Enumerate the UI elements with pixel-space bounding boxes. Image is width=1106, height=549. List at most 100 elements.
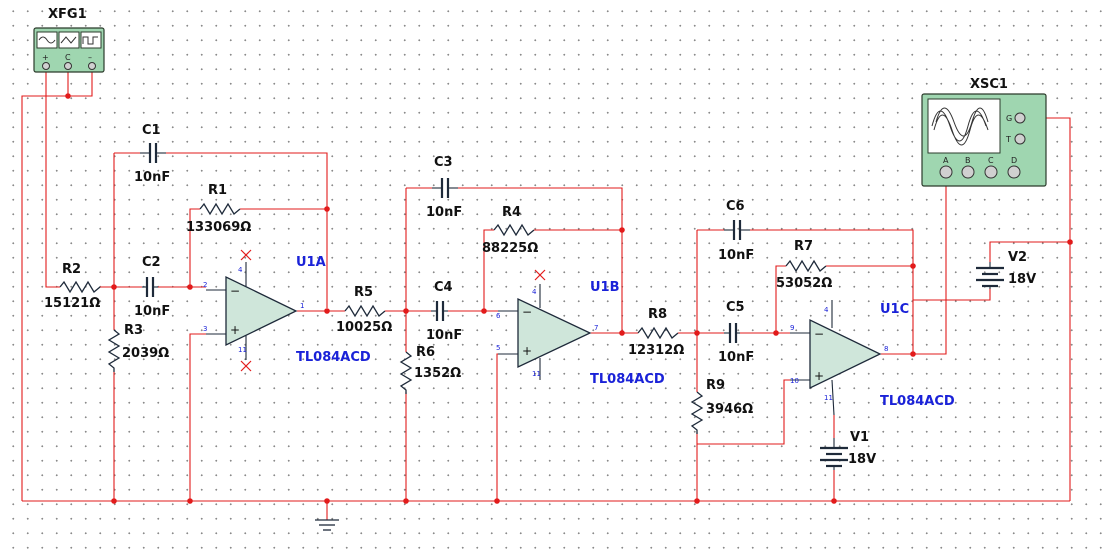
r7-value: 53052Ω	[776, 276, 832, 291]
opamp-u1b[interactable]: − +	[498, 269, 592, 380]
c3-value: 10nF	[426, 205, 462, 220]
sine-wave-icon	[38, 36, 56, 44]
r6-value: 1352Ω	[414, 366, 461, 381]
resistor-r7[interactable]	[785, 259, 827, 273]
r8-value: 12312Ω	[628, 343, 684, 358]
resistor-r9[interactable]	[690, 391, 704, 434]
resistor-r3[interactable]	[107, 329, 121, 372]
u1a-ref: U1A	[296, 255, 326, 270]
resistor-r6[interactable]	[399, 351, 413, 394]
c1-ref: C1	[142, 123, 161, 138]
r6-ref: R6	[416, 345, 435, 360]
square-wave-icon	[82, 36, 98, 45]
c6-ref: C6	[726, 199, 745, 214]
oscilloscope-xsc1[interactable]	[921, 93, 1047, 187]
u1c-pin-inv: 9	[790, 324, 794, 332]
r5-ref: R5	[354, 285, 373, 300]
resistor-r8[interactable]	[637, 326, 679, 340]
u1c-pin-vn: 11	[824, 394, 833, 402]
scope-terminal-a: A	[943, 156, 949, 165]
scope-terminal-t: T	[1005, 135, 1011, 144]
svg-text:–: –	[88, 53, 92, 62]
r1-ref: R1	[208, 183, 227, 198]
c2-ref: C2	[142, 255, 161, 270]
r9-value: 3946Ω	[706, 402, 753, 417]
opamp-u1c[interactable]: − +	[790, 300, 882, 416]
capacitor-c3[interactable]	[432, 178, 458, 198]
u1c-pin-out: 8	[884, 345, 888, 353]
u1c-ref: U1C	[880, 302, 909, 317]
dc-source-v2[interactable]	[976, 262, 1004, 289]
capacitor-c5[interactable]	[724, 323, 740, 343]
v1-value: 18V	[848, 452, 876, 467]
component-labels: C1 10nF R1 133069Ω R2 15121Ω C2 10nF R3 …	[44, 123, 1036, 467]
v2-value: 18V	[1008, 272, 1036, 287]
c4-ref: C4	[434, 280, 453, 295]
capacitor-c6[interactable]	[724, 220, 750, 240]
r3-ref: R3	[124, 323, 143, 338]
xfg1-label: XFG1	[48, 7, 87, 22]
r7-ref: R7	[794, 239, 813, 254]
u1c-pin-vp: 4	[824, 306, 829, 314]
wires	[21, 70, 1071, 520]
u1b-pin-out: 7	[594, 324, 598, 332]
xsc1-label: XSC1	[970, 77, 1008, 92]
c5-ref: C5	[726, 300, 745, 315]
c4-value: 10nF	[426, 328, 462, 343]
scope-terminal-g: G	[1006, 114, 1012, 123]
u1b-pin-inv: 6	[496, 312, 501, 320]
r4-ref: R4	[502, 205, 521, 220]
function-generator-xfg1[interactable]: + C –	[33, 27, 105, 73]
r1-value: 133069Ω	[186, 220, 251, 235]
r9-ref: R9	[706, 378, 725, 393]
u1b-ref: U1B	[590, 280, 620, 295]
svg-text:−: −	[814, 327, 824, 341]
svg-text:+: +	[522, 344, 532, 358]
u1a-model: TL084ACD	[296, 350, 371, 365]
v1-ref: V1	[850, 430, 869, 445]
capacitor-c1[interactable]	[140, 143, 166, 163]
u1a-pin-vp: 4	[238, 266, 243, 274]
dc-source-v1[interactable]	[820, 438, 848, 470]
u1a-pin-vn: 11	[238, 346, 247, 354]
resistor-r5[interactable]	[344, 304, 386, 318]
u1a-pin-noninv: 3	[203, 325, 207, 333]
r8-ref: R8	[648, 307, 667, 322]
opamp-u1a[interactable]: − +	[206, 249, 298, 372]
capacitor-c4[interactable]	[431, 301, 448, 321]
u1a-pin-out: 1	[300, 302, 304, 310]
r2-value: 15121Ω	[44, 296, 100, 311]
c5-value: 10nF	[718, 350, 754, 365]
r3-value: 2039Ω	[122, 346, 169, 361]
u1b-model: TL084ACD	[590, 372, 665, 387]
r2-ref: R2	[62, 262, 81, 277]
svg-text:+: +	[230, 323, 240, 337]
scope-waveform-icon	[931, 107, 989, 146]
ground-symbol[interactable]	[315, 519, 339, 531]
resistor-r2[interactable]	[59, 280, 101, 294]
scope-terminal-c: C	[988, 156, 994, 165]
scope-terminal-d: D	[1011, 156, 1017, 165]
u1a-pin-inv: 2	[203, 281, 207, 289]
r5-value: 10025Ω	[336, 320, 392, 335]
u1b-pin-vp: 4	[532, 288, 537, 296]
capacitor-c2[interactable]	[142, 277, 158, 297]
svg-text:C: C	[65, 53, 71, 62]
u1b-pin-noninv: 5	[496, 344, 500, 352]
c1-value: 10nF	[134, 170, 170, 185]
svg-text:−: −	[230, 284, 240, 298]
r4-value: 88225Ω	[482, 241, 538, 256]
u1c-pin-noninv: 10	[790, 377, 799, 385]
c2-value: 10nF	[134, 304, 170, 319]
u1b-pin-vn: 11	[532, 370, 541, 378]
svg-text:−: −	[522, 305, 532, 319]
resistor-r4[interactable]	[493, 223, 535, 237]
v2-ref: V2	[1008, 250, 1027, 265]
c6-value: 10nF	[718, 248, 754, 263]
svg-text:+: +	[814, 369, 824, 383]
resistor-r1[interactable]	[199, 202, 241, 216]
triangle-wave-icon	[60, 36, 77, 44]
junction-dots	[65, 93, 1073, 504]
scope-terminal-b: B	[965, 156, 971, 165]
